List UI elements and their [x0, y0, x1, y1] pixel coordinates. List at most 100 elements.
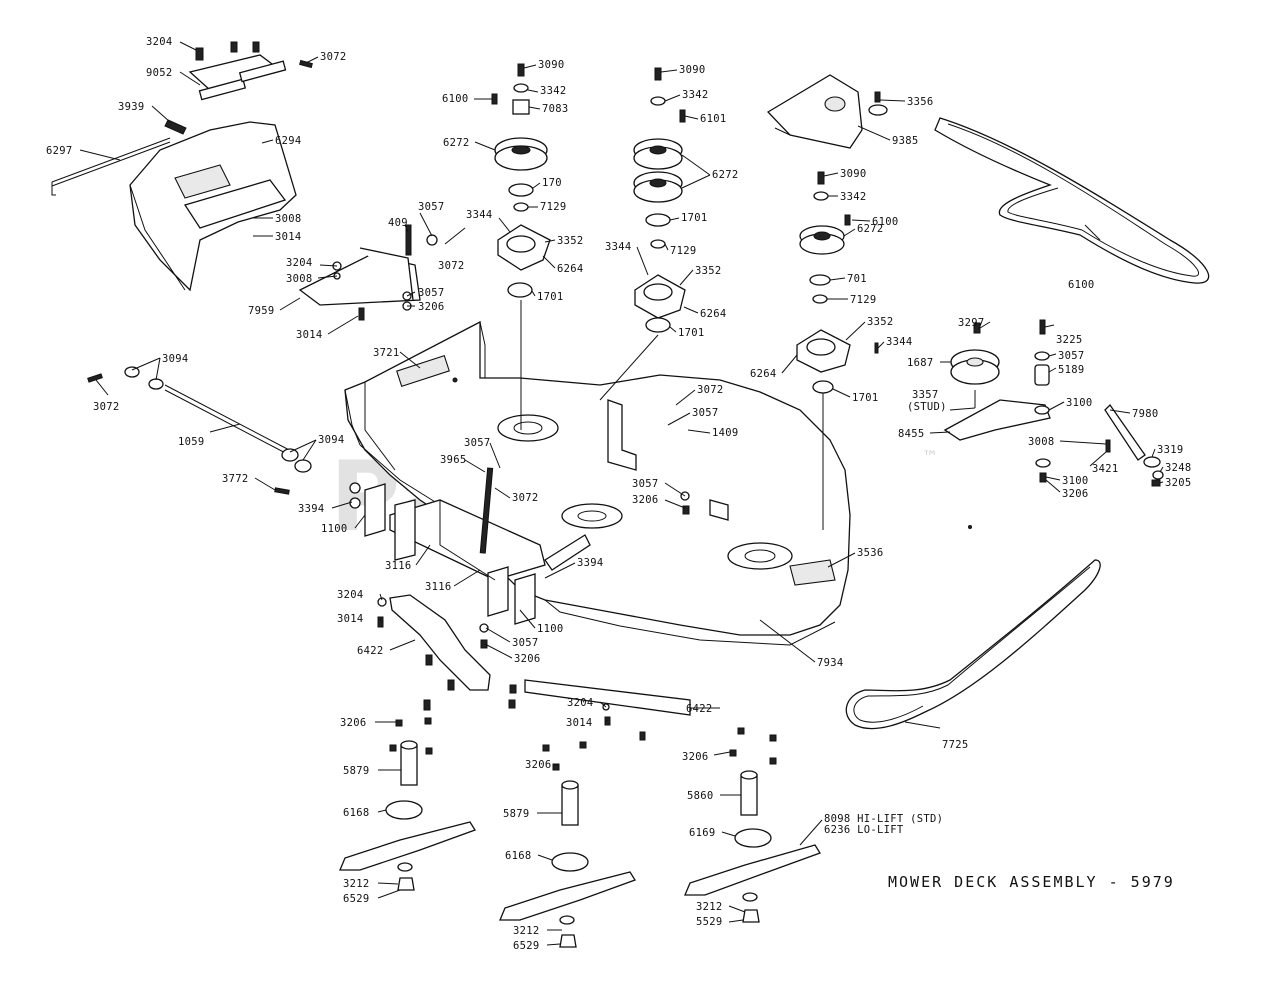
part-label: 1687 [907, 357, 934, 369]
part-label: 3206 [682, 751, 709, 763]
part-label: 8098 HI-LIFT (STD) [824, 813, 943, 825]
part-label: 409 [388, 217, 408, 229]
part-label: 3057 [418, 287, 445, 299]
part-label: 1701 [852, 392, 879, 404]
part-label: 170 [542, 177, 562, 189]
part-label: 5189 [1058, 364, 1085, 376]
part-label: 3342 [540, 85, 567, 97]
part-label: 7980 [1132, 408, 1159, 420]
deck-support-bracket [298, 224, 466, 321]
part-label: 3014 [275, 231, 302, 243]
part-label: 3008 [286, 273, 313, 285]
part-label: 6264 [750, 368, 777, 380]
part-label: 6236 LO-LIFT [824, 824, 904, 836]
part-label: 6264 [557, 263, 584, 275]
blade-right [684, 770, 821, 923]
part-label: 6168 [505, 850, 532, 862]
part-label: 3206 [340, 717, 367, 729]
part-label: 3357 [912, 389, 939, 401]
part-label: 3204 [337, 589, 364, 601]
front-hitch-bracket [349, 467, 591, 625]
part-label: 6100 [442, 93, 469, 105]
part-label: 6168 [343, 807, 370, 819]
part-label: 3090 [538, 59, 565, 71]
leader-lines [79, 41, 1164, 946]
part-label: 6529 [513, 940, 540, 952]
part-label: 1701 [537, 291, 564, 303]
part-label: 7129 [670, 245, 697, 257]
part-label: 3014 [337, 613, 364, 625]
part-label: 3057 [1058, 350, 1085, 362]
part-label: 3394 [298, 503, 325, 515]
part-label: 3072 [697, 384, 724, 396]
part-label: 3057 [464, 437, 491, 449]
part-label: 3344 [466, 209, 493, 221]
part-label: 3536 [857, 547, 884, 559]
part-label: 6264 [700, 308, 727, 320]
part-label: 3094 [318, 434, 345, 446]
chute-hinge-plate [188, 41, 313, 101]
part-label: 6294 [275, 135, 302, 147]
part-label: 3772 [222, 473, 249, 485]
part-labels: 3204 3072 9052 3939 6297 6294 3008 3014 … [46, 36, 1192, 952]
chute-spring [164, 119, 187, 135]
part-label: 701 [847, 273, 867, 285]
part-label: 3421 [1092, 463, 1119, 475]
part-label: 3342 [682, 89, 709, 101]
part-label: 3072 [512, 492, 539, 504]
part-label: 1701 [681, 212, 708, 224]
drive-belt-upper [934, 117, 1210, 284]
part-label: 3212 [513, 925, 540, 937]
part-label: 6101 [700, 113, 727, 125]
blade-center [499, 780, 636, 948]
part-label: 3072 [320, 51, 347, 63]
part-label: 6169 [689, 827, 716, 839]
drive-belt-lower [845, 559, 1101, 730]
part-label: 6100 [872, 216, 899, 228]
part-label: 6422 [686, 703, 713, 715]
part-label: 6297 [46, 145, 73, 157]
part-label: 7725 [942, 739, 969, 751]
part-label: 3225 [1056, 334, 1083, 346]
part-label: 3100 [1066, 397, 1093, 409]
part-label: 3352 [867, 316, 894, 328]
part-label: 3072 [93, 401, 120, 413]
part-label: 3116 [425, 581, 452, 593]
part-label: 3344 [886, 336, 913, 348]
part-label: 3204 [286, 257, 313, 269]
part-label: 3297 [958, 317, 985, 329]
part-label: 8455 [898, 428, 925, 440]
part-label: 3206 [525, 759, 552, 771]
part-label: 7083 [542, 103, 569, 115]
part-label: 3342 [840, 191, 867, 203]
part-label: 3394 [577, 557, 604, 569]
part-label: 3057 [512, 637, 539, 649]
chute-rod [51, 137, 171, 183]
part-label: 1701 [678, 327, 705, 339]
part-label: 3014 [296, 329, 323, 341]
part-label: 3344 [605, 241, 632, 253]
part-label: 7129 [540, 201, 567, 213]
part-label: 3721 [373, 347, 400, 359]
part-label: 3116 [385, 560, 412, 572]
part-label: 3965 [440, 454, 467, 466]
part-label: 3206 [514, 653, 541, 665]
diagram-title: MOWER DECK ASSEMBLY - 5979 [888, 873, 1175, 891]
part-label: 3248 [1165, 462, 1192, 474]
part-label: 1409 [712, 427, 739, 439]
idler-pulley-group [943, 319, 1164, 487]
part-label: 3939 [118, 101, 145, 113]
part-label: 6100 [1068, 279, 1095, 291]
watermark-trademark: ™ [922, 447, 938, 466]
part-label: 6422 [357, 645, 384, 657]
blade-left [339, 740, 476, 891]
part-label: 3094 [162, 353, 189, 365]
part-label: 6272 [857, 223, 884, 235]
part-label: 3212 [343, 878, 370, 890]
part-label: (STUD) [907, 401, 947, 413]
part-label: 3204 [567, 697, 594, 709]
drive-belt-lower-inner [853, 566, 1091, 723]
part-label: 5529 [696, 916, 723, 928]
part-label: 3206 [418, 301, 445, 313]
